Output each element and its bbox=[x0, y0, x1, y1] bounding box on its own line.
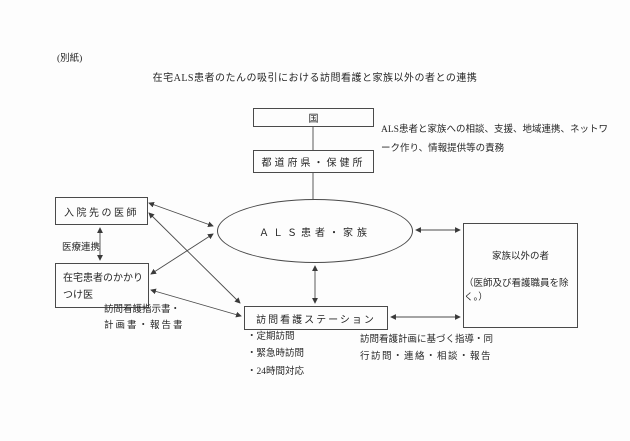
label-national-duty: ALS患者と家族への相談、支援、地域連携、ネットワ ーク作り、情報提供等の責務 bbox=[381, 121, 608, 159]
arrow-home-doctor-to-patient bbox=[150, 233, 214, 275]
box-nursing-station-label: 訪問看護ステーション bbox=[256, 314, 376, 326]
attachment-note: (別紙) bbox=[57, 54, 83, 64]
box-national-label: 国 bbox=[308, 114, 319, 125]
box-hospital-doctor-label: 入院先の医師 bbox=[64, 207, 139, 219]
station-service-item: ・定期訪問 bbox=[247, 332, 295, 342]
nursing-docs-line1: 訪問看護指示書・ bbox=[104, 305, 181, 315]
list-station-services: ・定期訪問 ・緊急時訪問 ・24時間対応 bbox=[247, 329, 304, 381]
box-prefecture-health-center: 都道府県・保健所 bbox=[253, 150, 374, 173]
box-non-family-caregivers: 家族以外の者 （医師及び看護職員を除く。） bbox=[463, 223, 578, 328]
box-prefecture-label: 都道府県・保健所 bbox=[261, 158, 366, 169]
box-home-doctor-line1: 在宅患者のかかり bbox=[63, 273, 143, 284]
label-nursing-documents: 訪問看護指示書・ 計画書・報告書 bbox=[104, 302, 185, 334]
box-hospital-doctor: 入院先の医師 bbox=[55, 197, 148, 225]
guidance-line2: 行訪問・連絡・相談・報告 bbox=[360, 352, 493, 362]
page-title: 在宅ALS患者のたんの吸引における訪問看護と家族以外の者との連携 bbox=[152, 73, 478, 84]
box-non-family-line2: （医師及び看護職員を除く。） bbox=[464, 279, 569, 303]
national-duty-line2: ーク作り、情報提供等の責務 bbox=[381, 144, 505, 154]
box-national-government: 国 bbox=[253, 108, 374, 127]
arrow-home-doctor-to-station bbox=[150, 288, 242, 318]
box-nursing-station: 訪問看護ステーション bbox=[244, 306, 388, 330]
station-service-item: ・24時間対応 bbox=[247, 366, 305, 377]
ellipse-label: ＡＬＳ患者・家族 bbox=[259, 227, 371, 239]
label-medical-cooperation: 医療連携 bbox=[62, 243, 101, 253]
national-duty-line1: ALS患者と家族への相談、支援、地域連携、ネットワ bbox=[381, 125, 608, 135]
ellipse-als-patient-family: ＡＬＳ患者・家族 bbox=[217, 199, 413, 263]
box-home-doctor: 在宅患者のかかり つけ医 bbox=[55, 263, 149, 308]
box-home-doctor-line2: つけ医 bbox=[63, 290, 93, 301]
station-service-item: ・緊急時訪問 bbox=[247, 349, 305, 360]
label-care-plan-guidance: 訪問看護計画に基づく指導・同 行訪問・連絡・相談・報告 bbox=[360, 332, 493, 366]
guidance-line1: 訪問看護計画に基づく指導・同 bbox=[360, 335, 494, 345]
nursing-docs-line2: 計画書・報告書 bbox=[104, 321, 185, 331]
box-non-family-line1: 家族以外の者 bbox=[491, 252, 549, 262]
